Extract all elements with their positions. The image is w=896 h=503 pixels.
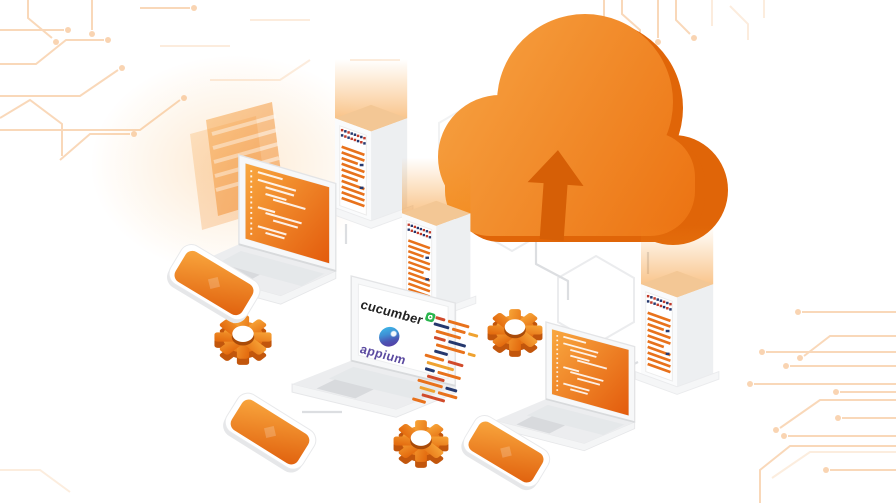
appium-label: appium (358, 342, 408, 368)
smartphone-2 (218, 388, 321, 478)
cloud-front (438, 14, 695, 236)
gear-icon-1 (214, 315, 272, 365)
gear-icon-2 (487, 309, 543, 357)
server-tower-3 (633, 223, 721, 396)
appium-icon (376, 324, 403, 349)
floating-code (412, 316, 479, 404)
upload-arrow-icon (527, 150, 584, 241)
appium-swirl-highlight (376, 324, 403, 349)
server-tower-1 (327, 57, 415, 230)
gear-icon-3 (393, 420, 449, 468)
cucumber-icon (424, 311, 437, 323)
cloud (438, 14, 728, 245)
